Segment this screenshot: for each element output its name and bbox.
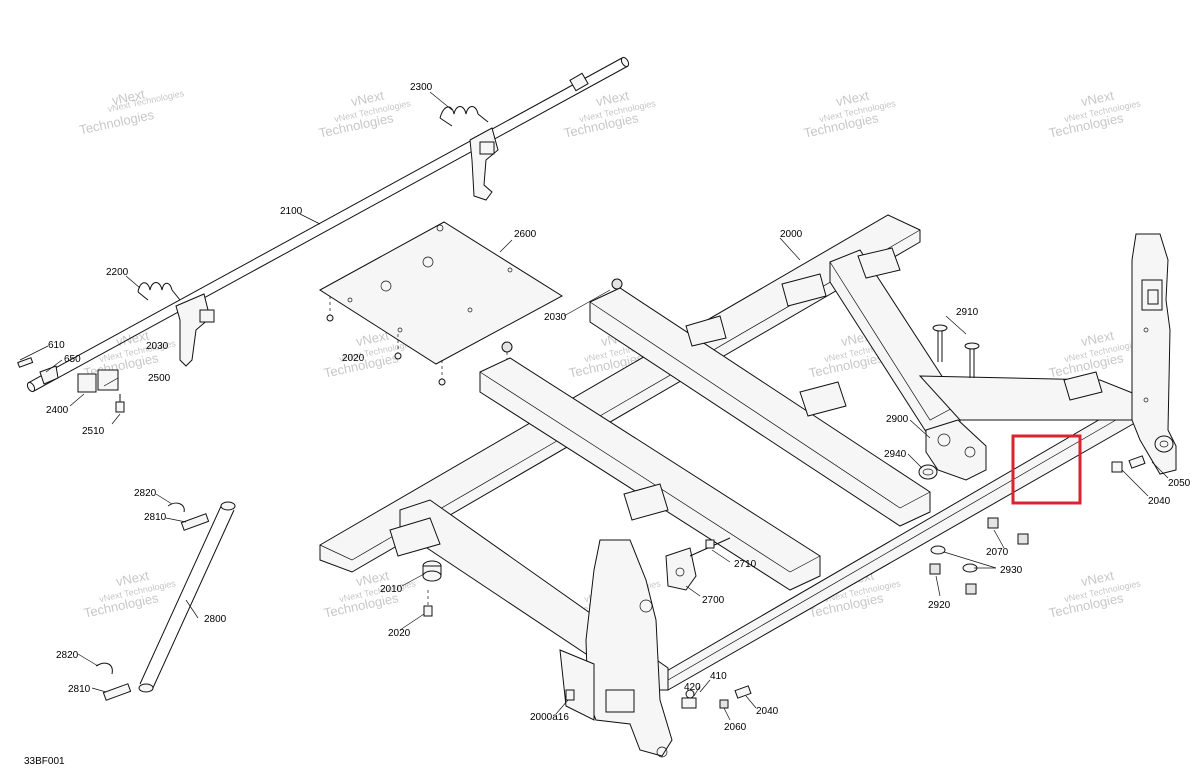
callout-2910: 2910 xyxy=(956,307,979,318)
pivot-hardware-left[interactable] xyxy=(17,357,125,413)
watermark-4: vNext Technologies vNext Technologies xyxy=(802,88,897,141)
cylinder-2800[interactable] xyxy=(138,501,236,693)
callout-2010: 2010 xyxy=(380,584,403,595)
callout-2500: 2500 xyxy=(148,373,171,384)
bolt-2710[interactable] xyxy=(689,537,731,557)
callout-2940: 2940 xyxy=(884,449,907,460)
watermark-15: vNext Technologies vNext Technologies xyxy=(1047,568,1142,621)
watermarks: vNext Technologies vNext Technologies vN… xyxy=(78,86,1142,621)
watermark-3: vNext Technologies vNext Technologies xyxy=(562,88,657,141)
ring-2940[interactable] xyxy=(918,464,938,480)
callout-2710: 2710 xyxy=(734,559,757,570)
watermark-vnext: vNext xyxy=(835,88,871,110)
highlight-box xyxy=(1011,434,1082,505)
watermark-vnext: vNext xyxy=(355,568,391,590)
watermark-12: vNext Technologies vNext Technologies xyxy=(322,568,417,621)
callout-2300: 2300 xyxy=(410,82,433,93)
callout-2030-left: 2030 xyxy=(146,341,169,352)
watermark-11: vNext Technologies vNext Technologies xyxy=(82,568,177,621)
callout-2020-plate: 2020 xyxy=(342,353,365,364)
tube-2100[interactable] xyxy=(26,56,630,393)
watermark-vnext: vNext xyxy=(355,328,391,350)
nuts-2920[interactable] xyxy=(929,563,977,595)
callout-2510: 2510 xyxy=(82,426,105,437)
watermark-vnext: vNext xyxy=(1080,88,1116,110)
plate-2600[interactable] xyxy=(319,221,563,386)
callout-2100: 2100 xyxy=(280,206,303,217)
upright-left[interactable] xyxy=(559,539,673,758)
callout-2900: 2900 xyxy=(886,414,909,425)
callout-610: 610 xyxy=(48,340,65,351)
callout-2810-top: 2810 xyxy=(144,512,167,523)
hardware-410-420[interactable] xyxy=(681,689,697,709)
callout-2700: 2700 xyxy=(702,595,725,606)
callout-650: 650 xyxy=(64,354,81,365)
bushing-2050[interactable] xyxy=(1154,435,1174,453)
callout-2200: 2200 xyxy=(106,267,129,278)
bolt-2040-bottom[interactable] xyxy=(734,685,752,699)
callout-2030-top: 2030 xyxy=(544,312,567,323)
watermark-vnext: vNext xyxy=(1080,568,1116,590)
watermark-vnext: vNext xyxy=(350,88,386,110)
watermark-2: vNext Technologies vNext Technologies xyxy=(317,88,412,141)
callout-2020-bottom: 2020 xyxy=(388,628,411,639)
nut-2060[interactable] xyxy=(719,699,729,709)
spring-2200[interactable] xyxy=(137,282,181,301)
callout-2800: 2800 xyxy=(204,614,227,625)
callout-2820-top: 2820 xyxy=(134,488,157,499)
bolts-2910[interactable] xyxy=(932,324,980,378)
callout-2810-bottom: 2810 xyxy=(68,684,91,695)
callout-2040-bottom: 2040 xyxy=(756,706,779,717)
bolt-2040-right[interactable] xyxy=(1111,455,1146,473)
leader-lines xyxy=(19,91,1169,721)
watermark-vnext: vNext xyxy=(1080,328,1116,350)
bumper-2010[interactable] xyxy=(422,560,442,617)
nut-2070[interactable] xyxy=(987,517,1029,545)
callout-2070: 2070 xyxy=(986,547,1009,558)
watermark-vnext: vNext xyxy=(115,568,151,590)
bolt-2000a16[interactable] xyxy=(565,689,575,701)
watermark-10: vNext Technologies vNext Technologies xyxy=(1047,328,1142,381)
callout-2820-bottom: 2820 xyxy=(56,650,79,661)
watermark-vnext: vNext xyxy=(595,88,631,110)
pins-2810-2820[interactable] xyxy=(95,502,210,701)
callout-2600: 2600 xyxy=(514,229,537,240)
watermark-vnext: vNext xyxy=(110,86,146,108)
callout-2930: 2930 xyxy=(1000,565,1023,576)
callout-420: 420 xyxy=(684,682,701,693)
watermark-1: vNext Technologies vNext Technologies xyxy=(78,86,186,137)
callout-410: 410 xyxy=(710,671,727,682)
spring-2300[interactable] xyxy=(439,106,489,127)
callout-2040-right: 2040 xyxy=(1148,496,1171,507)
callout-2920: 2920 xyxy=(928,600,951,611)
callout-2400: 2400 xyxy=(46,405,69,416)
diagram-code: 33BF001 xyxy=(24,756,65,767)
callout-2000: 2000 xyxy=(780,229,803,240)
callout-2060: 2060 xyxy=(724,722,747,733)
mount-2900[interactable] xyxy=(925,419,987,481)
bracket-2700[interactable] xyxy=(665,547,697,591)
watermark-5: vNext Technologies vNext Technologies xyxy=(1047,88,1142,141)
callout-2000a16: 2000a16 xyxy=(530,712,569,723)
callout-2050: 2050 xyxy=(1168,478,1191,489)
callout-labels: 2300 2100 2200 2600 2000 2030 2030 2910 … xyxy=(46,82,1191,733)
upright-right[interactable] xyxy=(1131,233,1177,475)
watermark-vnext: vNext xyxy=(115,328,151,350)
